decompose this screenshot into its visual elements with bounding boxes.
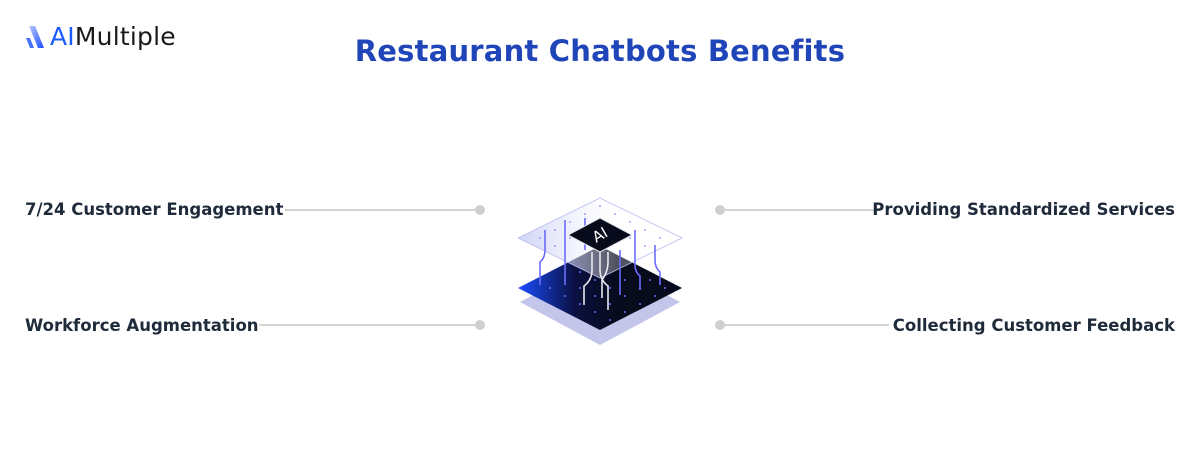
logo-mark-icon xyxy=(26,25,44,48)
benefit-standardized-services: Providing Standardized Services xyxy=(872,200,1175,219)
connector-dot xyxy=(475,320,485,330)
benefit-customer-feedback: Collecting Customer Feedback xyxy=(892,316,1175,335)
benefit-workforce-augmentation: Workforce Augmentation xyxy=(25,316,259,335)
connector-dot xyxy=(475,205,485,215)
connector-dot xyxy=(715,205,725,215)
logo-text: AIMultiple xyxy=(50,22,176,51)
logo-suffix: Multiple xyxy=(74,22,176,51)
connector-line xyxy=(285,209,477,211)
ai-chip-icon: AI xyxy=(517,197,683,345)
connector-dot xyxy=(715,320,725,330)
connector-line xyxy=(259,324,477,326)
connector-line xyxy=(722,209,876,211)
benefit-customer-engagement: 7/24 Customer Engagement xyxy=(25,200,284,219)
connector-line xyxy=(722,324,889,326)
page-title: Restaurant Chatbots Benefits xyxy=(354,34,846,68)
logo: AIMultiple xyxy=(24,22,176,51)
logo-prefix: AI xyxy=(50,22,75,51)
